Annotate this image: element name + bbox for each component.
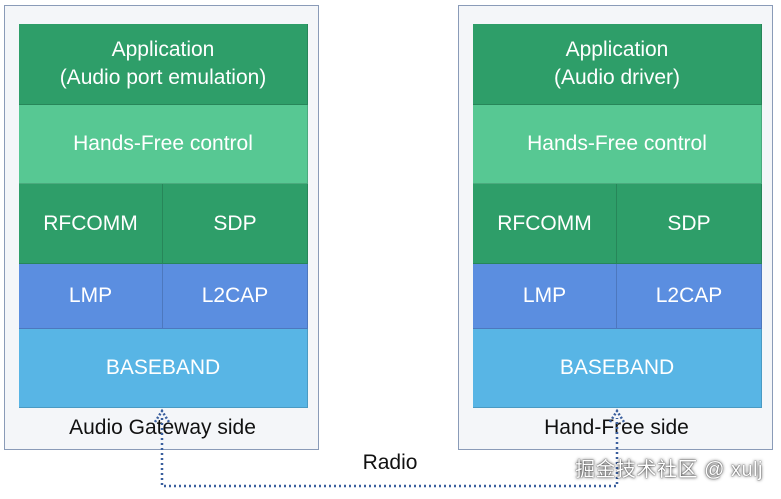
sdp-label: SDP [667, 211, 711, 235]
l2cap-layer: L2CAP [617, 264, 762, 329]
hands-free-control-layer: Hands-Free control [473, 105, 762, 184]
hands-free-control-layer: Hands-Free control [19, 105, 308, 184]
lmp-label: LMP [522, 284, 567, 307]
hands-free-stack: Application (Audio driver) Hands-Free co… [473, 24, 762, 408]
rfcomm-label: RFCOMM [497, 211, 592, 235]
sdp-layer: SDP [617, 184, 762, 264]
sdp-label: SDP [213, 211, 257, 235]
hands-free-control-label: Hands-Free control [527, 132, 707, 155]
baseband-layer: BASEBAND [19, 329, 308, 408]
radio-arrow-right-icon [608, 408, 626, 423]
application-subtitle: (Audio port emulation) [59, 66, 267, 89]
application-title: Application [111, 38, 215, 61]
rfcomm-layer: RFCOMM [473, 184, 617, 264]
application-layer: Application (Audio port emulation) [19, 24, 308, 105]
watermark: 掘金技术社区 @ xulj [575, 459, 763, 481]
baseband-layer: BASEBAND [473, 329, 762, 408]
l2cap-layer: L2CAP [163, 264, 308, 329]
application-subtitle: (Audio driver) [553, 66, 681, 89]
audio-gateway-panel: Application (Audio port emulation) Hands… [4, 5, 319, 450]
rfcomm-layer: RFCOMM [19, 184, 163, 264]
sdp-layer: SDP [163, 184, 308, 264]
audio-gateway-stack: Application (Audio port emulation) Hands… [19, 24, 308, 408]
audio-gateway-caption: Audio Gateway side [69, 416, 256, 439]
baseband-label: BASEBAND [105, 356, 221, 379]
hands-free-control-label: Hands-Free control [73, 132, 253, 155]
radio-arrow-left-icon [153, 408, 171, 423]
radio-link-line [160, 418, 619, 488]
radio-label: Radio [362, 451, 418, 474]
hands-free-panel: Application (Audio driver) Hands-Free co… [458, 5, 773, 450]
l2cap-label: L2CAP [655, 284, 723, 307]
rfcomm-label: RFCOMM [43, 211, 138, 235]
lmp-layer: LMP [19, 264, 163, 329]
baseband-label: BASEBAND [559, 356, 675, 379]
application-title: Application [565, 38, 669, 61]
application-layer: Application (Audio driver) [473, 24, 762, 105]
l2cap-label: L2CAP [201, 284, 269, 307]
lmp-label: LMP [68, 284, 113, 307]
lmp-layer: LMP [473, 264, 617, 329]
